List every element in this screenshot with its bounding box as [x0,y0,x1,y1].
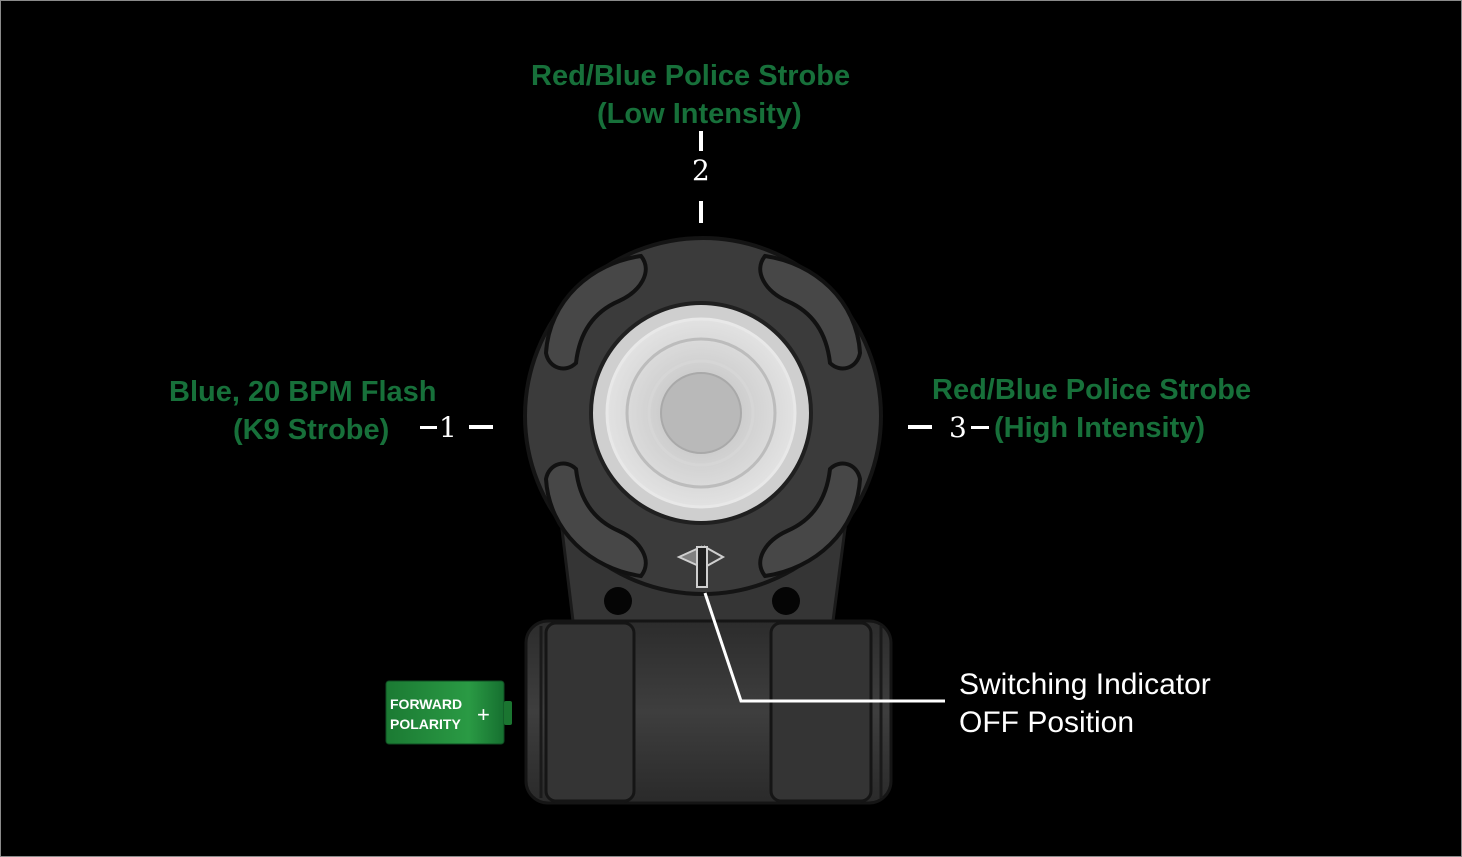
mode-2-label-line1: Red/Blue Police Strobe [531,60,851,92]
strobe-head [523,236,883,596]
battery-tube [524,619,893,805]
mount-hole-right [772,587,800,615]
indicator-callout-line2: OFF Position [959,706,1135,739]
mode-1-number: 1 [439,411,457,444]
mode-2-label-line2: (Low Intensity) [597,98,802,130]
battery-label-polarity: POLARITY [390,716,461,732]
battery-label-forward: FORWARD [390,696,462,712]
mode-3-label-line2: (High Intensity) [994,412,1206,444]
mount-hole-left [604,587,632,615]
mode-1-tick-inner [420,426,437,429]
mode-3-tick-inner [971,426,989,429]
mode-3-label-line1: Red/Blue Police Strobe [932,374,1252,406]
mode-3-tick-outer [908,425,932,429]
mode-1-tick-outer [469,425,493,429]
mode-2-tick-lower [699,201,703,223]
grip-pad-top-right [758,253,863,371]
mode-2-number: 2 [692,154,710,187]
mode-2-tick-upper [699,131,703,151]
grip-pad-bottom-right [758,461,863,579]
indicator-leader-line [703,592,945,703]
indicator-callout-line1: Switching Indicator [959,668,1211,701]
battery-forward-polarity: FORWARD POLARITY + [385,680,512,745]
mode-1-label-line2: (K9 Strobe) [233,414,390,446]
battery-plus-sign: + [477,702,490,727]
grip-pad-bottom-left [543,461,648,579]
switching-indicator-arrow [676,545,726,588]
grip-pad-top-left [543,253,648,371]
mode-1-label-line1: Blue, 20 BPM Flash [169,376,437,408]
mode-3-number: 3 [949,411,967,444]
